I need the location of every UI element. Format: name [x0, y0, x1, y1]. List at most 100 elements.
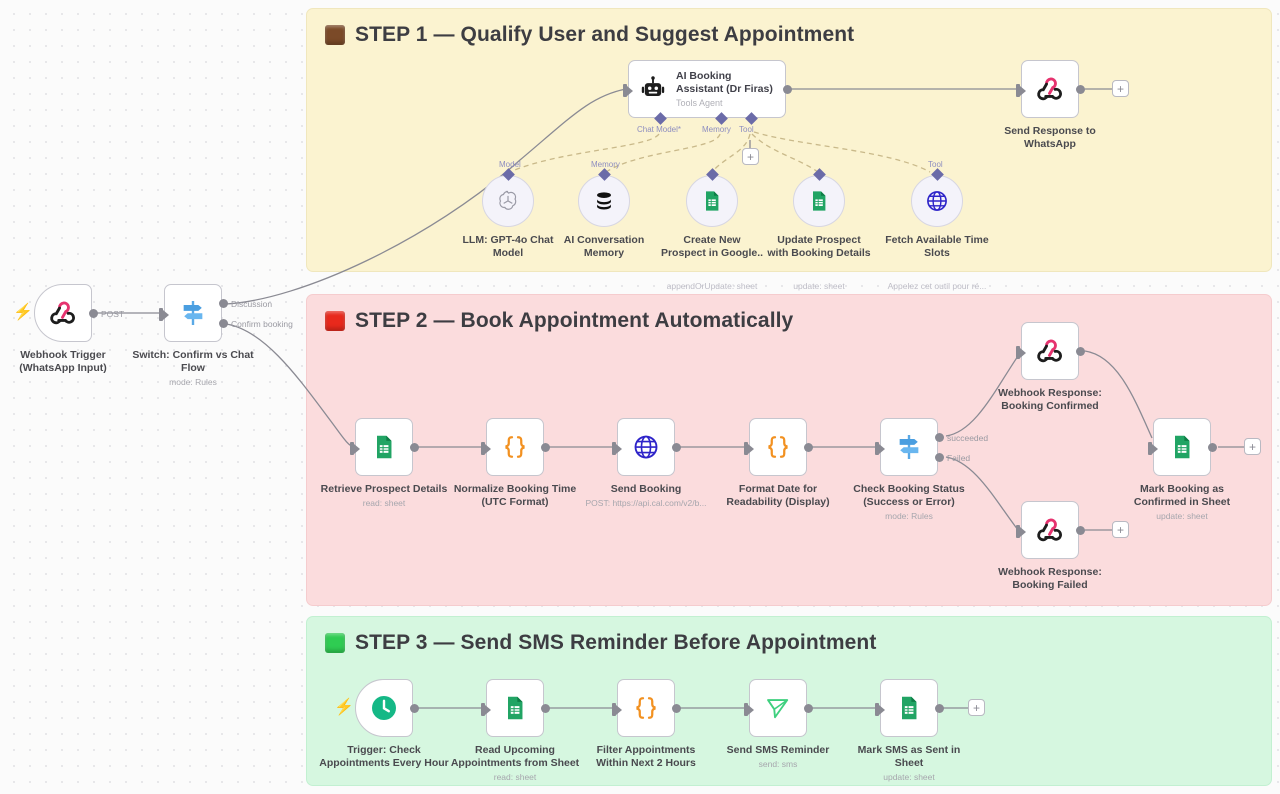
- normalize-time-output-port[interactable]: [541, 443, 550, 452]
- check-status-output-label-succeeded: succeeded: [947, 433, 989, 443]
- filter-appointments-input-port[interactable]: [612, 703, 622, 716]
- node-check-status-label: Check Booking Status (Success or Error): [853, 483, 965, 508]
- sticky-note-step2-title: STEP 2 — Book Appointment Automatically: [307, 295, 1271, 333]
- google-sheets-icon: [902, 696, 917, 720]
- send-sms-output-port[interactable]: [804, 704, 813, 713]
- node-filter-appointments[interactable]: Filter Appointments Within Next 2 Hours: [596, 679, 696, 769]
- node-webhook-confirmed[interactable]: Webhook Response: Booking Confirmed: [998, 322, 1102, 412]
- webhook-icon: [1037, 77, 1062, 101]
- webhook-icon: [50, 301, 75, 325]
- add-node-after-webhook-failed-button[interactable]: +: [1112, 521, 1129, 538]
- code-braces-icon: [505, 436, 525, 458]
- trigger-hourly-output-port[interactable]: [410, 704, 419, 713]
- node-normalize-time[interactable]: Normalize Booking Time (UTC Format): [454, 418, 576, 508]
- add-node-after-mark-confirmed-button[interactable]: +: [1244, 438, 1261, 455]
- node-mark-confirmed[interactable]: Mark Booking as Confirmed in Sheet updat…: [1134, 418, 1230, 521]
- send-response-output-port[interactable]: [1076, 85, 1085, 94]
- node-ai-agent-title: AI Booking Assistant (Dr Firas): [676, 69, 773, 95]
- webhook-confirmed-input-port[interactable]: [1016, 346, 1026, 359]
- node-format-date[interactable]: Format Date for Readability (Display): [726, 418, 830, 508]
- read-upcoming-output-port[interactable]: [541, 704, 550, 713]
- node-ai-agent[interactable]: AI Booking Assistant (Dr Firas) Tools Ag…: [623, 60, 792, 134]
- node-llm-gpt4o[interactable]: Model LLM: GPT-4o Chat Model: [463, 160, 554, 259]
- webhook-confirmed-output-port[interactable]: [1076, 347, 1085, 356]
- node-read-upcoming-label: Read Upcoming Appointments from Sheet: [450, 744, 580, 769]
- node-mark-sms-sent[interactable]: Mark SMS as Sent in Sheet update: sheet: [858, 679, 960, 782]
- check-status-output-port-failed[interactable]: [935, 453, 944, 462]
- send-booking-input-port[interactable]: [612, 442, 622, 455]
- add-tool-button[interactable]: +: [742, 148, 759, 165]
- node-ai-agent-subtitle: Tools Agent: [676, 98, 723, 109]
- node-mark-confirmed-label: Mark Booking as Confirmed in Sheet: [1133, 483, 1231, 508]
- fetch-slots-port-label: Tool: [928, 160, 943, 169]
- format-date-output-port[interactable]: [804, 443, 813, 452]
- node-send-booking[interactable]: Send Booking POST: https://api.cal.com/v…: [586, 418, 706, 508]
- node-mark-sms-sent-sublabel: update: sheet: [883, 772, 935, 782]
- node-normalize-time-label: Normalize Booking Time (UTC Format): [453, 483, 577, 508]
- node-webhook-trigger-label: Webhook Trigger (WhatsApp Input): [19, 349, 107, 374]
- node-webhook-confirmed-label: Webhook Response: Booking Confirmed: [998, 387, 1102, 412]
- node-send-response-whatsapp[interactable]: Send Response to WhatsApp: [1004, 60, 1096, 150]
- sticky-note-step1-title: STEP 1 — Qualify User and Suggest Appoin…: [307, 9, 1271, 47]
- mark-confirmed-input-port[interactable]: [1148, 442, 1158, 455]
- node-send-sms[interactable]: Send SMS Reminder send: sms: [727, 679, 829, 769]
- add-node-after-mark-sms-button[interactable]: +: [968, 699, 985, 716]
- node-webhook-trigger[interactable]: ⚡ POST Webhook Trigger (WhatsApp Input): [13, 284, 124, 374]
- format-date-input-port[interactable]: [744, 442, 754, 455]
- switch-signpost-icon: [899, 435, 919, 459]
- retrieve-prospect-output-port[interactable]: [410, 443, 419, 452]
- node-create-prospect-label: Create New Prospect in Google..: [660, 234, 764, 259]
- llm-gpt4o-port-label: Model: [499, 160, 521, 169]
- node-check-status[interactable]: succeeded Failed Check Booking Status (S…: [853, 418, 988, 521]
- filter-appointments-output-port[interactable]: [672, 704, 681, 713]
- ai-agent-input-port[interactable]: [623, 84, 633, 97]
- node-create-prospect[interactable]: Create New Prospect in Google.. appendOr…: [661, 168, 763, 291]
- node-read-upcoming[interactable]: Read Upcoming Appointments from Sheet re…: [451, 679, 579, 782]
- webhook-icon: [1037, 339, 1062, 363]
- switch-output-port-confirm[interactable]: [219, 319, 228, 328]
- node-fetch-slots[interactable]: Tool Fetch Available Time Slots Appelez …: [885, 160, 988, 291]
- check-status-input-port[interactable]: [875, 442, 885, 455]
- openai-icon: [499, 190, 517, 210]
- google-sheets-icon: [377, 435, 392, 459]
- globe-http-icon: [927, 191, 947, 211]
- webhook-trigger-output-port[interactable]: [89, 309, 98, 318]
- ai-agent-tool-label: Tool: [739, 125, 754, 134]
- normalize-time-input-port[interactable]: [481, 442, 491, 455]
- switch-output-port-discussion[interactable]: [219, 299, 228, 308]
- mark-sms-sent-input-port[interactable]: [875, 703, 885, 716]
- node-webhook-failed[interactable]: Webhook Response: Booking Failed: [998, 501, 1102, 591]
- node-retrieve-prospect[interactable]: Retrieve Prospect Details read: sheet: [321, 418, 447, 508]
- retrieve-prospect-input-port[interactable]: [350, 442, 360, 455]
- globe-http-icon: [634, 435, 658, 459]
- sticky-note-step1[interactable]: STEP 1 — Qualify User and Suggest Appoin…: [306, 8, 1272, 272]
- send-response-input-port[interactable]: [1016, 84, 1026, 97]
- switch-input-port[interactable]: [159, 308, 169, 321]
- node-ai-memory[interactable]: Memory AI Conversation Memory: [564, 160, 645, 259]
- node-fetch-slots-sublabel: Appelez cet outil pour ré...: [887, 281, 987, 291]
- node-update-prospect[interactable]: Update Prospect with Booking Details upd…: [767, 168, 871, 291]
- ai-agent-output-port[interactable]: [783, 85, 792, 94]
- node-switch-confirm[interactable]: Discussion Confirm booking Switch: Confi…: [132, 284, 293, 387]
- mark-sms-sent-output-port[interactable]: [935, 704, 944, 713]
- ai-memory-port-label: Memory: [591, 160, 620, 169]
- read-upcoming-input-port[interactable]: [481, 703, 491, 716]
- send-sms-input-port[interactable]: [744, 703, 754, 716]
- webhook-failed-output-port[interactable]: [1076, 526, 1085, 535]
- webhook-failed-input-port[interactable]: [1016, 525, 1026, 538]
- send-booking-output-port[interactable]: [672, 443, 681, 452]
- node-trigger-hourly[interactable]: ⚡ Trigger: Check Appointments Every Hour: [319, 679, 449, 769]
- robot-icon: [641, 76, 665, 96]
- node-trigger-hourly-label: Trigger: Check Appointments Every Hour: [319, 744, 449, 769]
- node-send-response-whatsapp-label: Send Response to WhatsApp: [1004, 125, 1096, 150]
- switch-output-label-discussion: Discussion: [231, 299, 273, 309]
- check-status-output-port-succeeded[interactable]: [935, 433, 944, 442]
- brown-square-icon: [325, 25, 345, 45]
- add-node-after-send-response-button[interactable]: +: [1112, 80, 1129, 97]
- switch-signpost-icon: [183, 301, 203, 325]
- ai-agent-chat-model-label: Chat Model*: [637, 125, 682, 134]
- google-sheets-icon: [706, 191, 719, 211]
- mark-confirmed-output-port[interactable]: [1208, 443, 1217, 452]
- google-sheets-icon: [1175, 435, 1190, 459]
